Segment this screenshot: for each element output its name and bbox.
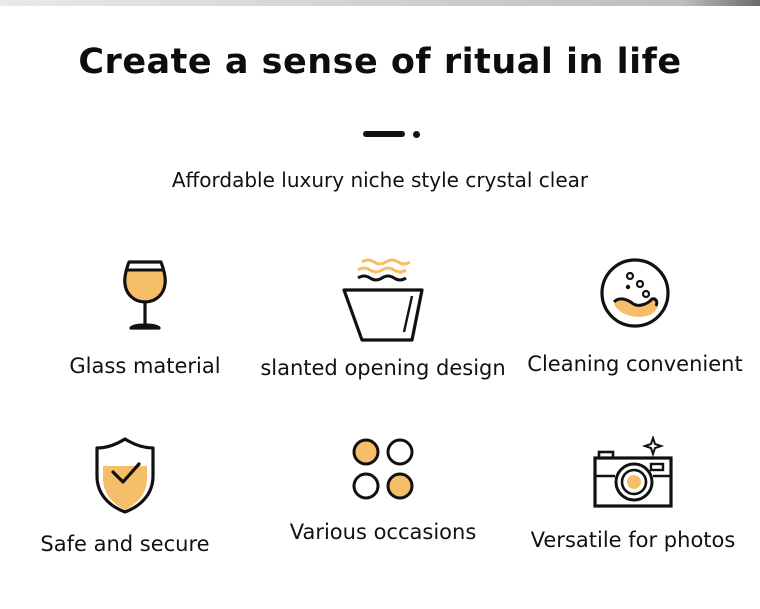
wine-glass-icon bbox=[123, 260, 167, 330]
feature-label: Various occasions bbox=[289, 520, 477, 544]
divider-dot bbox=[413, 131, 420, 138]
feature-glass-material: Glass material bbox=[20, 256, 270, 380]
top-image-strip bbox=[0, 0, 760, 6]
camera-icon bbox=[593, 436, 673, 508]
divider-bar bbox=[363, 131, 405, 137]
shield-check-icon bbox=[95, 437, 155, 514]
slanted-cup-icon bbox=[342, 258, 424, 342]
feature-label: Safe and secure bbox=[40, 532, 210, 556]
four-circles-icon bbox=[352, 438, 414, 500]
bubbles-circle-icon bbox=[600, 258, 670, 328]
page-title: Create a sense of ritual in life bbox=[78, 42, 682, 82]
feature-cleaning-convenient: Cleaning convenient bbox=[510, 256, 760, 378]
feature-slanted-opening: slanted opening design bbox=[258, 256, 508, 382]
feature-versatile-photos: Versatile for photos bbox=[508, 436, 758, 554]
page-subtitle: Affordable luxury niche style crystal cl… bbox=[171, 168, 589, 192]
feature-label: Glass material bbox=[69, 354, 221, 378]
feature-label: Versatile for photos bbox=[530, 528, 736, 552]
feature-label: slanted opening design bbox=[260, 356, 506, 380]
feature-various-occasions: Various occasions bbox=[258, 436, 508, 546]
title-divider bbox=[363, 130, 423, 138]
feature-label: Cleaning convenient bbox=[527, 352, 743, 376]
feature-safe-secure: Safe and secure bbox=[0, 436, 250, 558]
